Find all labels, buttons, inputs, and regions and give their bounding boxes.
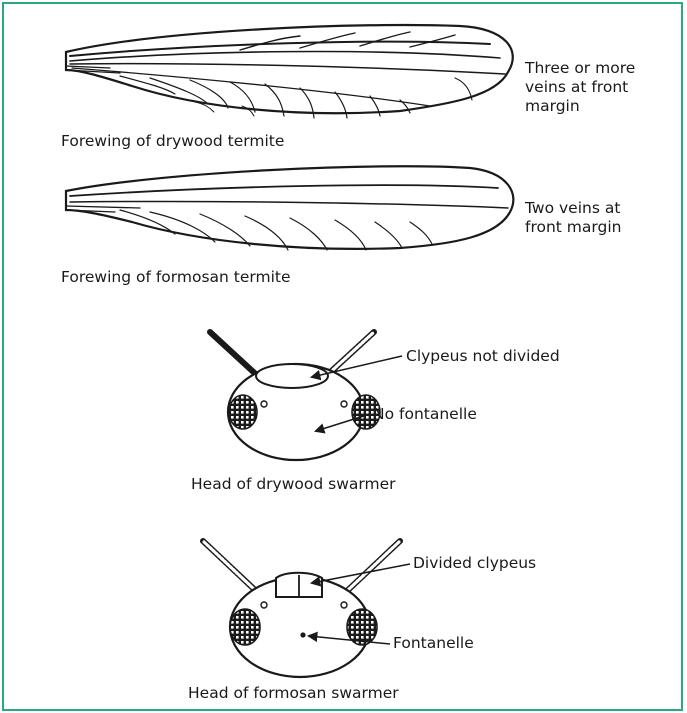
left-ocellus xyxy=(261,401,267,407)
no-fontanelle-label: No fontanelle xyxy=(373,405,477,424)
drywood-inner-vein xyxy=(72,68,430,106)
divided-clypeus-label: Divided clypeus xyxy=(413,554,536,573)
clypeus-arrow xyxy=(312,356,402,377)
clypeus-not-divided-label: Clypeus not divided xyxy=(406,347,560,366)
right-ocellus xyxy=(341,401,347,407)
formosan-head-caption: Head of formosan swarmer xyxy=(188,684,399,703)
drywood-front-vein-2 xyxy=(70,52,500,61)
fontanelle-label: Fontanelle xyxy=(393,634,474,653)
left-compound-eye xyxy=(230,609,260,645)
formosan-wing-note: Two veins at front margin xyxy=(525,199,621,237)
drywood-wing-caption: Forewing of drywood termite xyxy=(61,132,284,151)
formosan-front-vein-2 xyxy=(70,201,508,208)
left-compound-eye xyxy=(229,395,257,429)
formosan-forewing xyxy=(66,166,513,250)
drywood-swarmer-head xyxy=(210,332,402,460)
fontanelle-dot xyxy=(300,632,305,637)
drywood-front-vein-3 xyxy=(70,64,505,74)
drywood-forewing xyxy=(66,25,513,118)
left-ocellus xyxy=(261,602,267,608)
drywood-head-caption: Head of drywood swarmer xyxy=(191,475,395,494)
formosan-swarmer-head xyxy=(203,541,410,677)
right-ocellus xyxy=(341,602,347,608)
formosan-wing-caption: Forewing of formosan termite xyxy=(61,268,291,287)
formosan-front-vein-1 xyxy=(70,185,498,196)
drywood-wing-note: Three or more veins at front margin xyxy=(525,59,635,116)
